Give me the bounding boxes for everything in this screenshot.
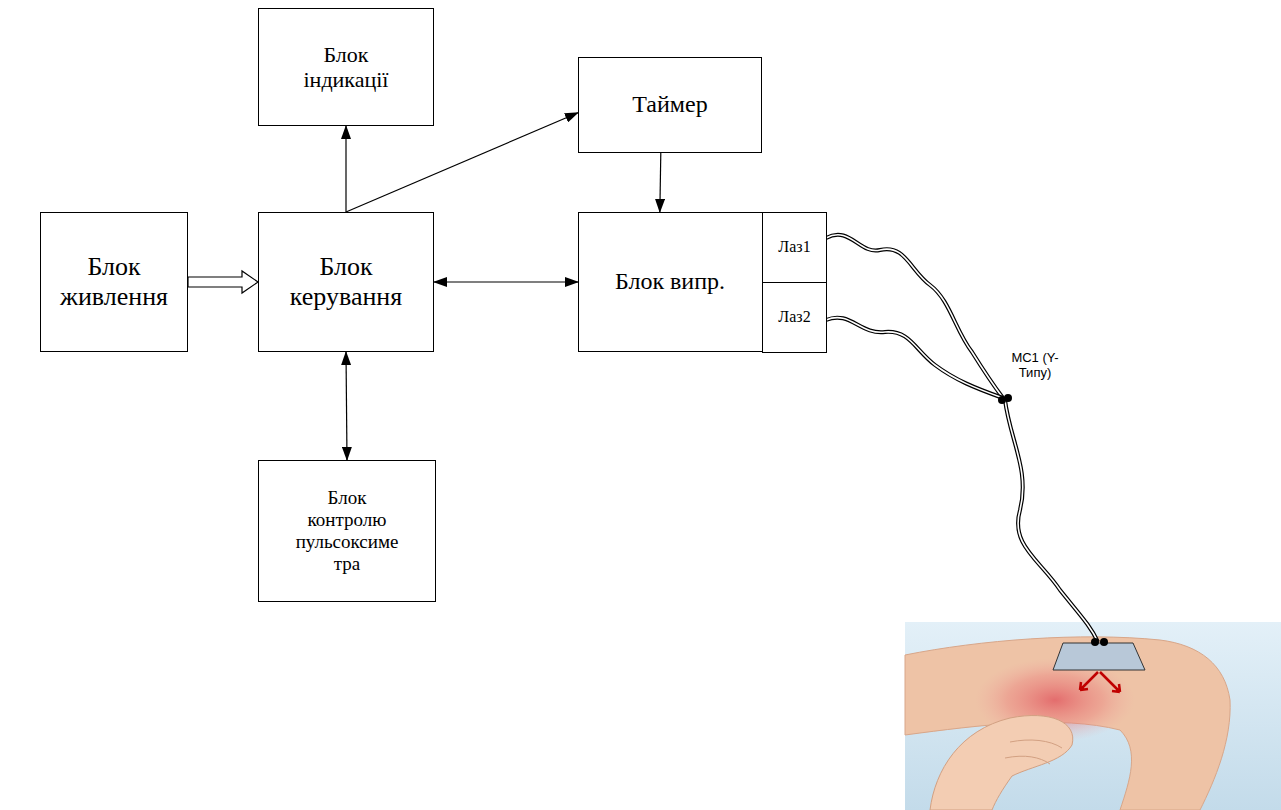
photo-background <box>905 622 1281 810</box>
fiber-cable <box>826 235 1003 398</box>
fiber-cable <box>826 318 1003 398</box>
connector-arrow <box>346 113 578 212</box>
connector-arrow <box>345 126 346 212</box>
fiber-end-dot <box>1100 638 1108 646</box>
connector-arrow <box>434 281 578 282</box>
finger-lines <box>1005 740 1062 764</box>
applicator-pad <box>1053 643 1145 670</box>
fiber-cable-core <box>1005 400 1098 642</box>
node-text: Лаз2 <box>778 308 810 326</box>
process-box: Блок індикації <box>258 8 434 126</box>
laser-ray <box>1080 672 1098 690</box>
node-text: Блок керування <box>281 252 411 312</box>
node-text: Блок живлення <box>54 252 174 312</box>
laser-ray <box>1100 672 1120 692</box>
arm-shape <box>905 637 1230 810</box>
connector-arrow <box>659 153 661 212</box>
process-box: Блок випр. Лаз1Лаз2 <box>578 212 826 352</box>
process-box: Блок керування <box>258 212 434 352</box>
connector-arrow <box>346 352 347 460</box>
node-text: Лаз1 <box>778 238 810 256</box>
fiber-cable-core <box>826 235 1003 398</box>
elbow-photo <box>905 622 1281 810</box>
laser-cell: Лаз2 <box>762 282 827 353</box>
node-text: Блок випр. <box>615 268 725 296</box>
node-text: Таймер <box>632 91 707 119</box>
node-text: Блок індикації <box>286 42 406 93</box>
process-box: Таймер <box>578 57 762 153</box>
block-arrow <box>188 271 258 293</box>
coupler-dot <box>1004 394 1012 402</box>
fiber-cable-core <box>826 318 1003 398</box>
process-box: Блок живлення <box>40 212 188 352</box>
hand-shape <box>930 716 1073 810</box>
process-box: Блок контролю пульсоксиме тра <box>258 460 436 602</box>
node-text: Блок контролю пульсоксиме тра <box>291 487 403 574</box>
fiber-end-dot <box>1091 638 1099 646</box>
applicator <box>1053 638 1145 692</box>
laser-cell: Лаз1 <box>762 212 827 283</box>
part-label: MC1 (Y-Типу) <box>996 350 1074 382</box>
fiber-cables <box>826 235 1098 642</box>
fiber-cable <box>1005 400 1098 642</box>
